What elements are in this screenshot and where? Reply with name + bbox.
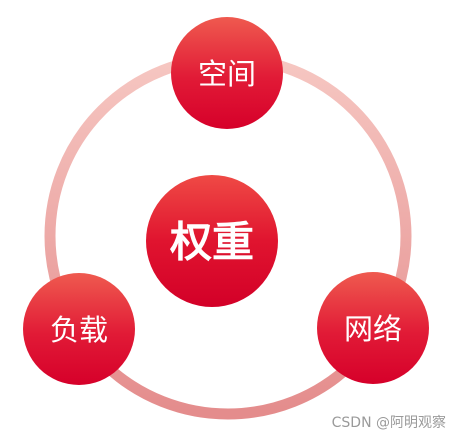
node-right-circle bbox=[317, 272, 429, 384]
center-node: 权重 bbox=[146, 175, 278, 307]
node-top-label: 空间 bbox=[198, 57, 256, 91]
node-left-label: 负载 bbox=[50, 313, 108, 347]
node-right-label: 网络 bbox=[344, 312, 402, 346]
center-node-label: 权重 bbox=[169, 218, 254, 267]
center-node-circle bbox=[146, 175, 278, 307]
node-top-circle bbox=[171, 17, 283, 129]
node-right: 网络 bbox=[317, 272, 429, 384]
node-top: 空间 bbox=[171, 17, 283, 129]
node-left-circle bbox=[23, 273, 135, 385]
watermark: CSDN @阿明观察 bbox=[331, 412, 446, 432]
node-left: 负载 bbox=[23, 273, 135, 385]
